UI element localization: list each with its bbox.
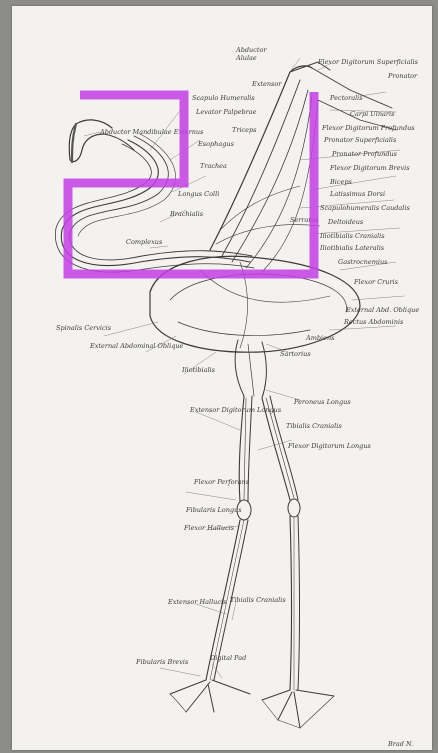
label-sartorius: Sartorius [280,350,311,358]
label-carpi-ulnaris: Carpi Ulnaris [350,110,395,118]
label-scapulohumeralis-caudalis: Scapulohumeralis Caudalis [320,204,410,212]
label-external-abdominal-oblique: External Abdominal Oblique [89,342,184,350]
flamingo-sketch [55,58,404,728]
label-flexor-cruris: Flexor Cruris [353,278,399,286]
label-flexor-digitorum-longus: Flexor Digitorum Longus [287,442,372,450]
label-tibialis-cranialis: Tibialis Cranialis [286,422,342,430]
label-pronator-profundus: Pronator Profundus [331,150,398,158]
label-iliotibialis-lateralis: Iliotibialis Lateralis [319,244,385,252]
label-ambiens: Ambiens [305,334,335,342]
label-flexor-dig-profundus: Flexor Digitorum Profundus [321,124,415,132]
label-alulae: Alulae [235,54,257,62]
label-trachea: Trachea [200,162,227,170]
label-ext-abd-oblique: External Abd. Oblique [345,306,419,314]
label-pronator: Pronator [387,72,418,80]
label-flexor-dig-brevis: Flexor Digitorum Brevis [329,164,410,172]
label-extensor-digitorum-longus: Extensor Digitorum Longus [189,406,282,414]
label-abductor: Abductor [235,46,267,54]
label-complexus: Complexus [126,238,163,246]
label-flexor-perforans: Flexor Perforans [193,478,250,486]
label-scapulo-humeralis: Scapulo Humeralis [192,94,255,102]
label-iliotibialis-cranialis: Iliotibialis Cranialis [319,232,385,240]
label-flexor-dig-superficialis: Flexor Digitorum Superficialis [317,58,419,66]
label-deltoideus: Deltoideus [327,218,364,226]
label-fibularis-brevis: Fibularis Brevis [135,658,189,666]
label-gastrocnemius: Gastrocnemius [338,258,388,266]
label-extensor-hallucis: Extensor Hallucis [167,598,227,606]
label-iliotibialis: Iliotibialis [181,366,216,374]
label-pronator-superficialis: Pronator Superficialis [323,136,397,144]
label-esophagus: Esophagus [197,140,235,148]
label-latissimus-dorsi: Latissimus Dorsi [329,190,385,198]
label-group: Abductor Alulae Flexor Digitorum Superfi… [56,46,419,748]
label-fibularis-longus: Fibularis Longus [185,506,242,514]
label-longus-colli: Longus Colli [177,190,219,198]
label-triceps: Triceps [232,126,257,134]
label-tibialis-cranialis-2: Tibialis Cranialis [230,596,286,604]
label-peroneus-longus: Peroneus Longus [293,398,351,406]
label-spinalis-cervicis: Spinalis Cervicis [56,324,112,332]
label-flexor-hallucis: Flexor Hallucis [183,524,235,532]
label-rectus-abdominis: Rectus Abdominis [343,318,404,326]
label-levator-palpebrae: Levator Palpebrae [195,108,257,116]
label-brachialis: Brachialis [169,210,204,218]
artist-signature: Brad N. [387,740,413,748]
label-digital-pad: Digital Pad [209,654,246,662]
label-pectoralis: Pectoralis [329,94,363,102]
label-extensor: Extensor [251,80,282,88]
label-biceps: Biceps [329,178,353,186]
